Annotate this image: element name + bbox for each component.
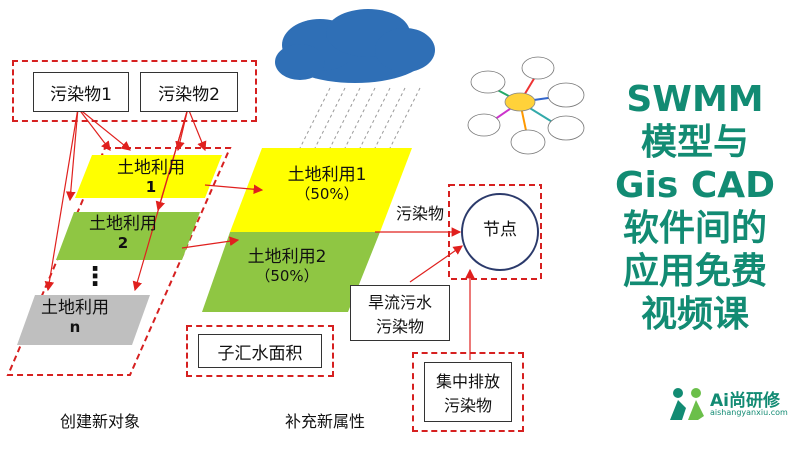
pollutant-arrow-label: 污染物 xyxy=(395,204,444,223)
node-label: 节点 xyxy=(483,220,517,240)
point-source-outline xyxy=(412,352,524,432)
left-land-use-n-shape xyxy=(17,295,150,345)
pollutant-1-label: 污染物1 xyxy=(50,84,112,105)
left-land-use-2-label: 土地利用 2 xyxy=(89,214,157,253)
mind-map-thumbnail xyxy=(467,56,585,155)
title-line-6: 视频课 xyxy=(640,294,749,335)
right-land-use-1-label: 土地利用1 （50%） xyxy=(287,165,367,204)
left-land-use-1-label: 土地利用 1 xyxy=(117,158,185,197)
pollutant-2-box: 污染物2 xyxy=(140,72,238,112)
right-land-use-2-label: 土地利用2 （50%） xyxy=(247,247,327,286)
subcatchment-area-label: 子汇水面积 xyxy=(217,343,303,364)
subcatchment-area-outline xyxy=(186,325,334,377)
brand-logo-icon xyxy=(670,388,704,420)
node-circle xyxy=(461,193,539,271)
subcatchment-area-box: 子汇水面积 xyxy=(198,334,322,368)
pollutant-1-box: 污染物1 xyxy=(33,72,129,112)
dry-weather-pollutant-line-1: 旱流污水 xyxy=(367,293,432,312)
ellipsis: ⋮ xyxy=(82,262,108,292)
caption-create-new-object: 创建新对象 xyxy=(59,412,140,431)
brand-block: Ai尚研修 aishangyanxiu.com xyxy=(668,384,788,424)
dry-weather-pollutant-box: 旱流污水 污染物 xyxy=(350,285,450,341)
rain-cloud-icon xyxy=(275,9,435,83)
brand-url: aishangyanxiu.com xyxy=(710,408,788,417)
pollutant-group-outline xyxy=(12,60,257,122)
left-land-use-n-label: 土地利用 n xyxy=(41,298,109,337)
left-land-use-2-shape xyxy=(56,212,200,260)
title-line-1: SWMM xyxy=(626,79,764,120)
brand-name: Ai尚研修 xyxy=(710,391,780,411)
left-land-use-1-shape xyxy=(75,155,222,198)
title-line-5: 应用免费 xyxy=(622,251,767,292)
point-source-line-2: 污染物 xyxy=(443,396,492,415)
title-line-3: Gis CAD xyxy=(614,165,775,206)
pollutant-2-label: 污染物2 xyxy=(158,84,220,105)
rain-lines xyxy=(299,87,421,149)
caption-add-new-attributes: 补充新属性 xyxy=(284,412,365,431)
point-source-pollutant-box: 集中排放 污染物 xyxy=(424,362,512,422)
dry-weather-pollutant-line-2: 污染物 xyxy=(375,317,424,336)
course-title: SWMM 模型与 Gis CAD 软件间的 应用免费 视频课 xyxy=(605,78,785,336)
point-source-line-1: 集中排放 xyxy=(435,372,500,391)
title-line-4: 软件间的 xyxy=(622,208,767,249)
title-line-2: 模型与 xyxy=(640,122,749,163)
right-land-use-2-shape xyxy=(202,232,380,312)
right-land-use-1-shape xyxy=(230,148,412,232)
left-land-use-group-outline xyxy=(6,147,232,376)
flow-arrows xyxy=(44,107,475,360)
